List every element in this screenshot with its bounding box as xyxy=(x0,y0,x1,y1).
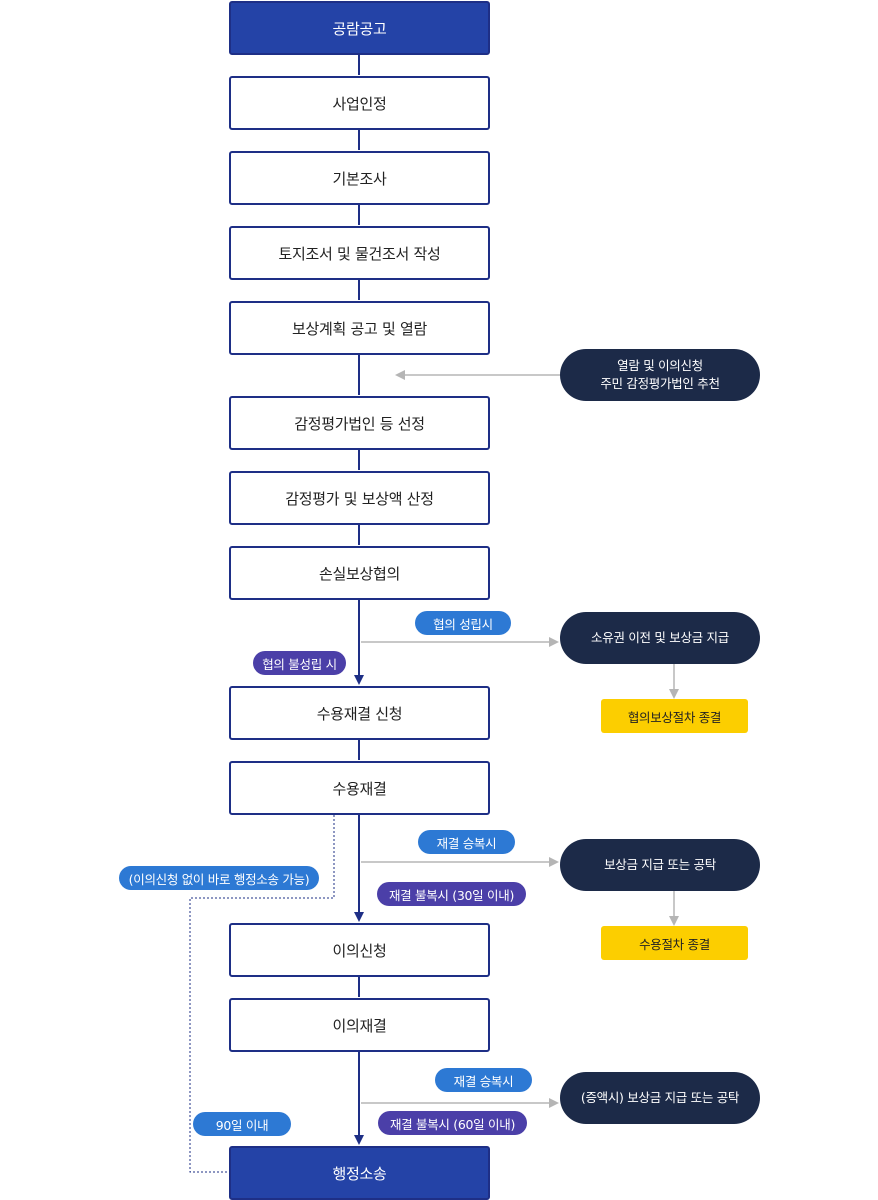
bypass-dotted-line xyxy=(189,815,335,1173)
step-public-notice: 공람공고 xyxy=(229,1,490,55)
step-expropriation-ruling: 수용재결 xyxy=(229,761,490,815)
transfer-end-box: 협의보상절차 종결 xyxy=(601,699,748,733)
pill-accept-1: 재결 승복시 xyxy=(418,830,515,854)
pill-accept-2: 재결 승복시 xyxy=(435,1068,532,1092)
pill-reject-1: 재결 불복시 (30일 이내) xyxy=(377,882,526,906)
pill-within-90: 90일 이내 xyxy=(193,1112,291,1136)
side-review-box: 열람 및 이의신청 주민 감정평가법인 추천 xyxy=(560,349,760,401)
step-administrative-litigation: 행정소송 xyxy=(229,1146,490,1200)
step-appraisal-calculation: 감정평가 및 보상액 산정 xyxy=(229,471,490,525)
side-payment-box: 보상금 지급 또는 공탁 xyxy=(560,839,760,891)
branch-arrows xyxy=(361,370,679,1108)
pill-direct-suit: (이의신청 없이 바로 행정소송 가능) xyxy=(119,866,319,890)
side-final-payment-box: (증액시) 보상금 지급 또는 공탁 xyxy=(560,1072,760,1124)
step-compensation-plan-notice: 보상계획 공고 및 열람 xyxy=(229,301,490,355)
payment-end-box: 수용절차 종결 xyxy=(601,926,748,960)
step-appraiser-selection: 감정평가법인 등 선정 xyxy=(229,396,490,450)
side-review-line-2: 주민 감정평가법인 추천 xyxy=(600,376,720,391)
step-land-property-records: 토지조서 및 물건조서 작성 xyxy=(229,226,490,280)
pill-agreement-fail: 협의 불성립 시 xyxy=(253,651,346,675)
side-review-line-1: 열람 및 이의신청 xyxy=(617,358,703,373)
step-loss-compensation-negotiation: 손실보상협의 xyxy=(229,546,490,600)
side-transfer-box: 소유권 이전 및 보상금 지급 xyxy=(560,612,760,664)
step-basic-survey: 기본조사 xyxy=(229,151,490,205)
step-project-approval: 사업인정 xyxy=(229,76,490,130)
pill-agreement-ok: 협의 성립시 xyxy=(415,611,511,635)
step-objection-ruling: 이의재결 xyxy=(229,998,490,1052)
step-objection: 이의신청 xyxy=(229,923,490,977)
step-expropriation-ruling-request: 수용재결 신청 xyxy=(229,686,490,740)
pill-reject-2: 재결 불복시 (60일 이내) xyxy=(378,1111,527,1135)
